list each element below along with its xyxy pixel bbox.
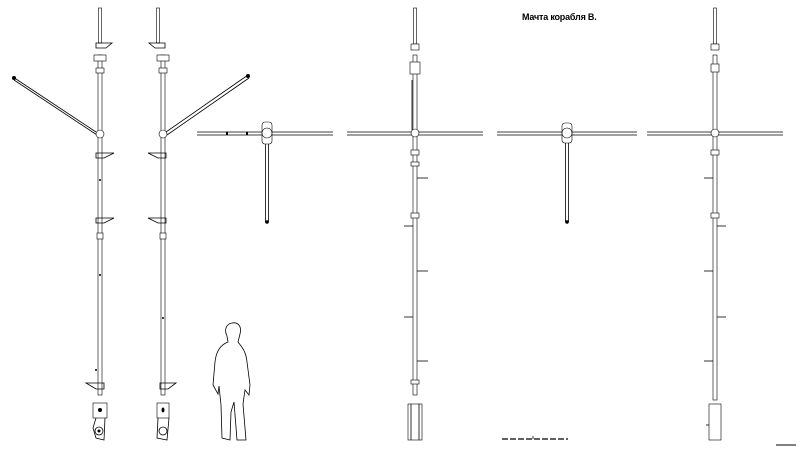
human-silhouette [212, 322, 251, 441]
plan-view-1 [197, 121, 333, 224]
drawing-title: Мачта корабля В. [522, 12, 597, 22]
front-view [347, 7, 483, 441]
side-view-left [12, 7, 115, 441]
plan-view-2 [497, 122, 637, 224]
rear-view [647, 7, 783, 441]
side-view-right [147, 7, 250, 441]
scale-bar [502, 436, 796, 446]
